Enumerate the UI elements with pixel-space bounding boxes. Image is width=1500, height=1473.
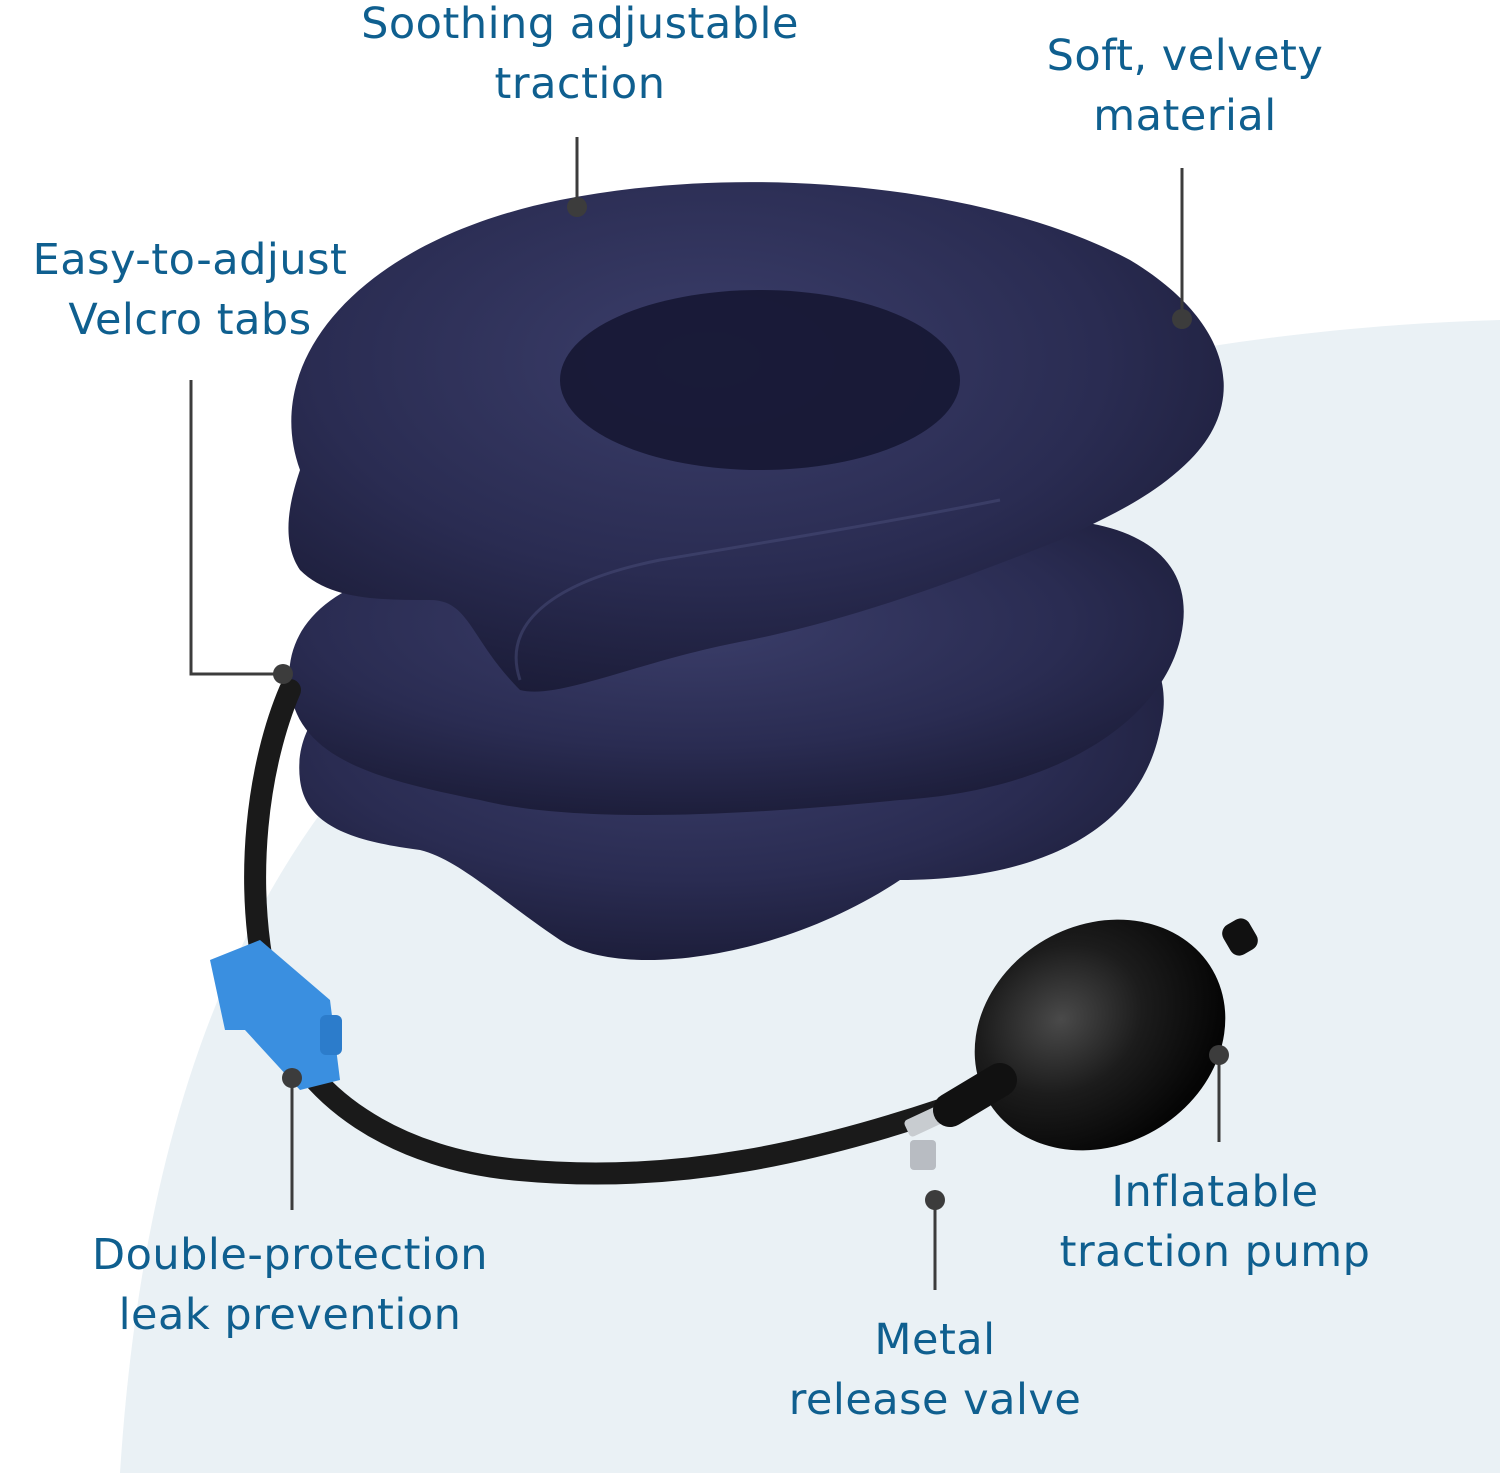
callout-material-line2: material: [1093, 91, 1277, 141]
callout-leak-line1: Double-protection: [91, 1230, 489, 1280]
callout-leak: Double-protection leak prevention: [60, 1225, 520, 1345]
callout-velcro-line1: Easy-to-adjust: [32, 235, 348, 285]
leader-valve: [925, 1190, 945, 1290]
callout-leak-line2: leak prevention: [118, 1290, 462, 1340]
callout-pump-line2: traction pump: [1059, 1227, 1371, 1277]
callout-pump: Inflatable traction pump: [1040, 1162, 1390, 1282]
pillow-layer-top: [288, 182, 1224, 692]
callout-velcro: Easy-to-adjust Velcro tabs: [0, 230, 380, 350]
air-hose: [244, 679, 951, 1185]
pump-bulb: [933, 918, 1258, 1151]
leader-velcro: [189, 380, 293, 684]
callout-valve-line2: release valve: [788, 1375, 1082, 1425]
callout-valve: Metal release valve: [770, 1310, 1100, 1430]
blue-hose-clip: [210, 940, 342, 1090]
callout-pump-line1: Inflatable: [1111, 1167, 1319, 1217]
leader-traction: [567, 137, 587, 217]
callout-material-line1: Soft, velvety: [1046, 31, 1324, 81]
callout-velcro-line2: Velcro tabs: [68, 295, 312, 345]
callout-traction-line2: traction: [494, 59, 666, 109]
leader-leak: [282, 1068, 302, 1210]
leader-material: [1172, 168, 1192, 329]
callout-material: Soft, velvety material: [1030, 26, 1340, 146]
callout-traction: Soothing adjustable traction: [330, 0, 830, 114]
callout-valve-line1: Metal: [874, 1315, 996, 1365]
callout-traction-line1: Soothing adjustable: [361, 0, 799, 49]
leader-pump: [1209, 1045, 1229, 1142]
